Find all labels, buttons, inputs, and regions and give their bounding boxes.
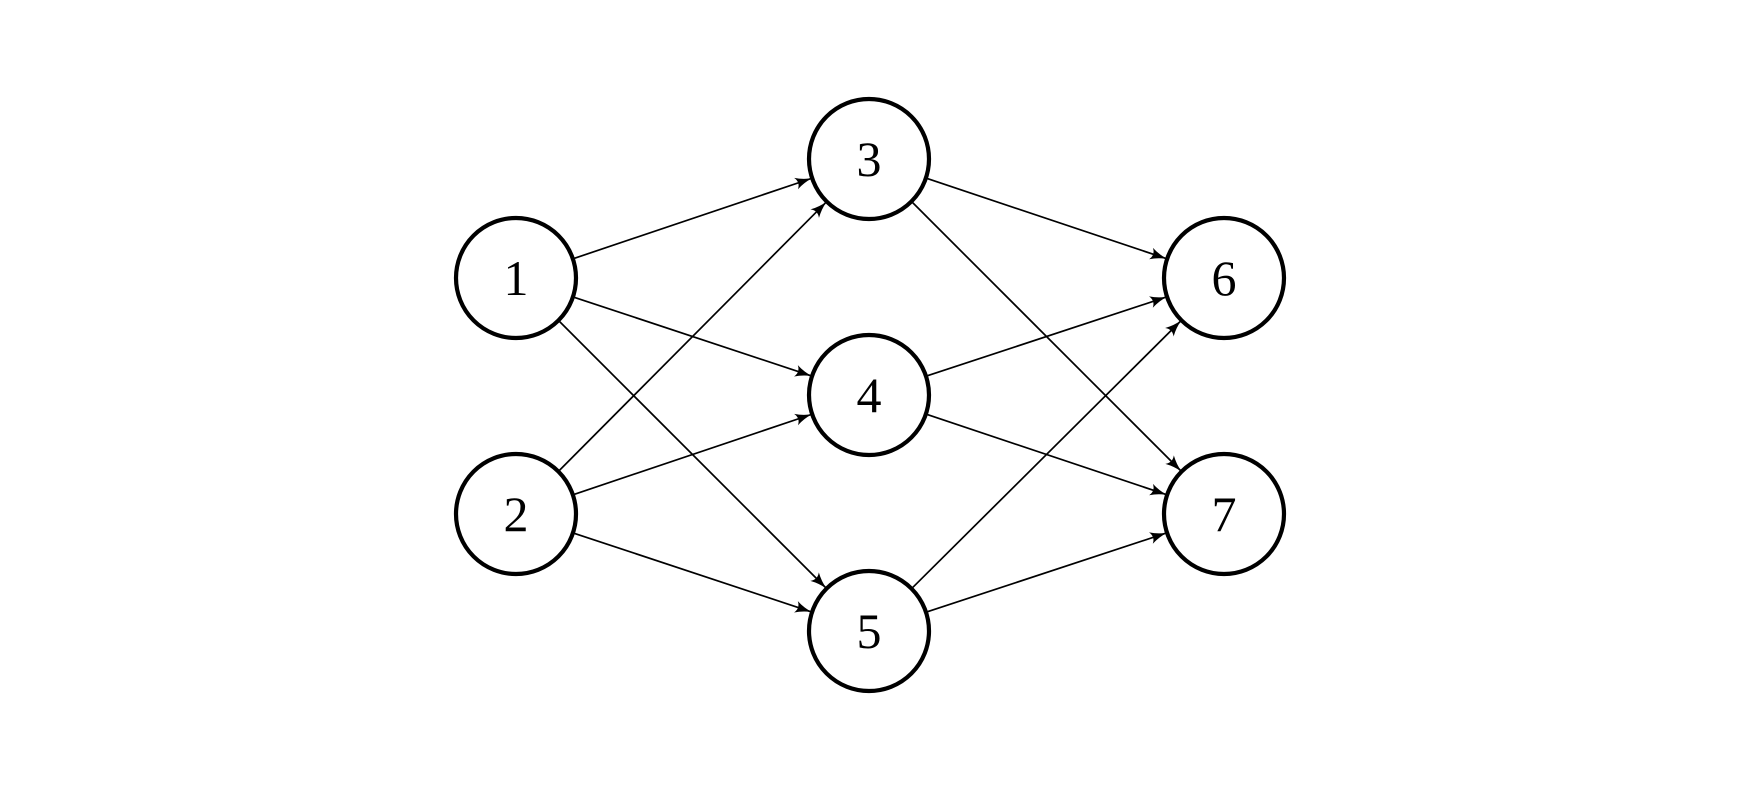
edge-3-6 <box>925 177 1168 260</box>
node-4-label: 4 <box>857 367 882 423</box>
node-1-circle <box>453 215 579 341</box>
node-5-circle <box>806 568 932 694</box>
node-4-circle <box>806 332 932 458</box>
node-3: 3 <box>806 96 932 222</box>
node-5: 5 <box>806 568 932 694</box>
node-6: 6 <box>1161 215 1287 341</box>
edge-4-6 <box>925 296 1168 378</box>
node-1-label: 1 <box>504 250 529 306</box>
edge-2-3 <box>557 201 827 473</box>
edge-5-7 <box>925 532 1168 614</box>
node-4: 4 <box>806 332 932 458</box>
node-7-circle <box>1161 451 1287 577</box>
node-3-label: 3 <box>857 131 882 187</box>
edge-2-5 <box>572 532 813 613</box>
node-7: 7 <box>1161 451 1287 577</box>
nodes-layer: 1 2 3 4 5 6 7 <box>453 96 1287 694</box>
node-1: 1 <box>453 215 579 341</box>
edges-layer <box>557 177 1182 614</box>
node-6-circle <box>1161 215 1287 341</box>
node-6-label: 6 <box>1212 250 1237 306</box>
node-7-label: 7 <box>1212 486 1237 542</box>
node-5-label: 5 <box>857 603 882 659</box>
node-2-circle <box>453 451 579 577</box>
node-2-label: 2 <box>504 486 529 542</box>
edge-2-4 <box>572 413 813 496</box>
node-3-circle <box>806 96 932 222</box>
node-2: 2 <box>453 451 579 577</box>
edge-5-6 <box>910 320 1182 590</box>
edge-1-3 <box>572 177 813 260</box>
